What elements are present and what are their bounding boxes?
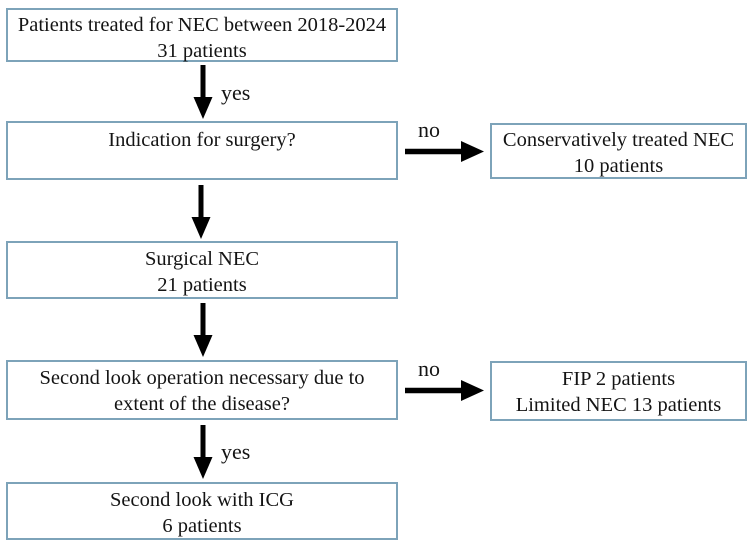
flow-box-second-look-question: Second look operation necessary due to e… (6, 360, 398, 420)
branch-label-yes: yes (221, 439, 251, 464)
arrow-right-icon (405, 380, 484, 401)
box-text-line: FIP 2 patients (561, 368, 676, 390)
arrow-down-icon (193, 303, 213, 357)
arrow-down-icon (193, 425, 213, 479)
box-text-line: Conservatively treated NEC (502, 129, 735, 151)
box-text-line: Second look with ICG (110, 489, 294, 511)
arrow-right-icon (405, 141, 484, 162)
arrow-down-icon (191, 185, 211, 239)
flow-box-conservatively-treated: Conservatively treated NEC 10 patients (490, 123, 747, 179)
flow-box-fip-limited-nec: FIP 2 patients Limited NEC 13 patients (490, 361, 747, 421)
branch-label-yes: yes (221, 80, 251, 105)
box-text-line: Surgical NEC (144, 248, 260, 270)
branch-label-no: no (418, 117, 440, 142)
box-text-line: Indication for surgery? (108, 129, 296, 151)
box-text-line: 10 patients (573, 155, 664, 177)
flow-box-surgical-nec: Surgical NEC 21 patients (6, 241, 398, 299)
box-text-line: Patients treated for NEC between 2018-20… (17, 14, 387, 36)
flow-box-second-look-icg: Second look with ICG 6 patients (6, 482, 398, 540)
branch-label-no: no (418, 356, 440, 381)
box-text-line: 6 patients (162, 515, 242, 537)
box-text-line: extent of the disease? (114, 393, 290, 415)
arrow-down-icon (193, 65, 213, 119)
box-text-line: Limited NEC 13 patients (515, 394, 722, 416)
box-text-line: 21 patients (157, 274, 247, 296)
box-text-line: Second look operation necessary due to (39, 367, 365, 389)
flow-box-indication-surgery: Indication for surgery? (6, 121, 398, 180)
flow-box-patients-total: Patients treated for NEC between 2018-20… (6, 8, 398, 62)
box-text-line: 31 patients (157, 40, 247, 62)
